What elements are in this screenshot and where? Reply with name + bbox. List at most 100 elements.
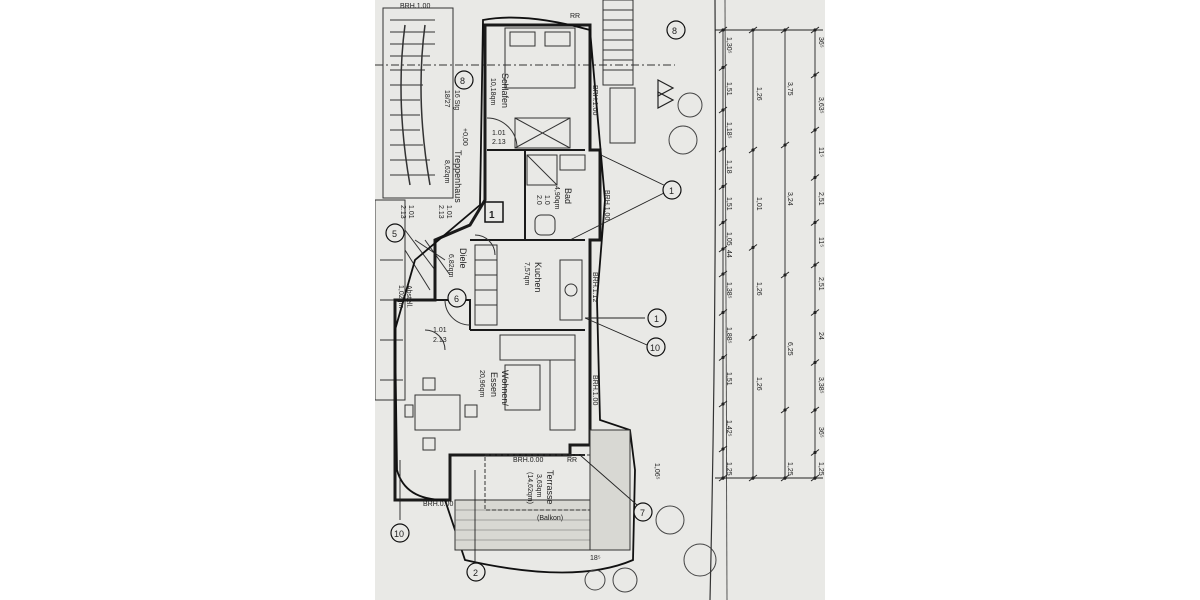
door-2-height: 2.13 bbox=[433, 337, 447, 344]
dimension-label: 1,01 bbox=[755, 197, 762, 211]
dimension-dot bbox=[813, 28, 817, 32]
rr-bottom: RR bbox=[567, 457, 577, 464]
room-kuechen-area: 7,57qm bbox=[523, 262, 530, 286]
room-kuechen-name: Kuchen bbox=[533, 262, 543, 293]
dimension-dot bbox=[721, 108, 725, 112]
dimension-label: 1,88⁵ bbox=[725, 327, 732, 344]
room-wohnen-area: 20,96qm bbox=[478, 370, 485, 397]
room-diele-area: 6,82qm bbox=[447, 254, 454, 278]
dimension-label: 3,38⁵ bbox=[817, 377, 824, 394]
dimension-dot bbox=[751, 335, 755, 340]
dimension-dot bbox=[721, 272, 725, 276]
room-bad-area: 4,90qm bbox=[553, 186, 560, 210]
unit-number: 1 bbox=[489, 210, 495, 221]
callout-numbers: 8 8 5 6 1 1 10 7 10 2 bbox=[392, 26, 677, 578]
dimension-label: 6,25 bbox=[786, 342, 793, 356]
dimension-label: 2,51 bbox=[817, 277, 824, 291]
dimension-dot bbox=[783, 408, 787, 412]
stair-name: Treppenhaus bbox=[453, 150, 463, 203]
dimension-dot bbox=[813, 220, 817, 225]
dimension-dot bbox=[813, 476, 817, 480]
dimension-label: 1,25 bbox=[786, 462, 793, 476]
door-3-width: 1.01 bbox=[407, 205, 414, 219]
dimension-dot bbox=[813, 360, 817, 365]
floor-plan-drawing: Schlafen 10,18qm Bad 4,90qm Kuchen 7,57q… bbox=[375, 0, 824, 600]
dimension-label: 1,26 bbox=[755, 282, 762, 296]
callout-8b: 8 bbox=[672, 26, 677, 36]
dimension-lines bbox=[715, 29, 823, 480]
dimension-dot bbox=[721, 65, 725, 70]
dimension-label: 36⁵ bbox=[817, 37, 824, 48]
dimension-dot bbox=[751, 148, 755, 152]
dimension-dot bbox=[721, 476, 725, 480]
brh-right-c: BRH.1.00 bbox=[591, 375, 598, 405]
dimension-dot bbox=[721, 220, 725, 225]
dimension-label: 1,51 bbox=[725, 372, 732, 386]
callout-8a: 8 bbox=[460, 76, 465, 86]
room-labels: Schlafen 10,18qm Bad 4,90qm Kuchen 7,57q… bbox=[397, 73, 573, 522]
dimension-dot bbox=[721, 247, 725, 251]
dimension-dot bbox=[751, 245, 755, 250]
brh-right-d: BRH.1.00 bbox=[603, 190, 610, 220]
dimension-dot bbox=[783, 28, 787, 32]
dimension-dot bbox=[721, 310, 725, 315]
dimension-dot bbox=[751, 28, 755, 32]
callout-5: 5 bbox=[392, 229, 397, 239]
dimension-dot bbox=[721, 355, 725, 360]
callout-1b: 1 bbox=[654, 314, 659, 324]
room-terrasse-note: (Balkon) bbox=[537, 515, 563, 522]
door-3-height: 2.13 bbox=[399, 205, 406, 219]
room-terrasse-area2: (14,62qm) bbox=[526, 472, 533, 504]
room-bad-name: Bad bbox=[563, 188, 573, 204]
living-furniture bbox=[404, 334, 576, 451]
door-1-width: 1.01 bbox=[492, 130, 506, 137]
brh-top: BRH.1.00 bbox=[400, 3, 430, 10]
room-terrasse-area: 3,63qm bbox=[535, 474, 542, 498]
dimension-dot bbox=[721, 28, 725, 32]
brh-labels: BRH.1.00 BRH.1.00 BRH.1.00 BRH.1.12 BRH.… bbox=[400, 3, 660, 562]
brh-right-a: BRH.1.00 bbox=[591, 85, 598, 115]
room-schlafen-area: 10,18qm bbox=[489, 78, 496, 105]
callouts bbox=[385, 20, 686, 582]
dimension-dot bbox=[751, 476, 755, 480]
callout-1a: 1 bbox=[669, 186, 674, 196]
callout-10a: 10 bbox=[650, 343, 660, 353]
room-terrasse-name: Terrasse bbox=[545, 470, 555, 505]
brh-bottom-a: BRH.0.00 bbox=[513, 457, 543, 464]
abstell-name: Abstell. bbox=[405, 285, 412, 308]
dimension-label: 3,24 bbox=[786, 192, 793, 206]
dimension-label: 1,38⁵ bbox=[725, 282, 732, 299]
section-arrow-2 bbox=[657, 91, 675, 109]
bathroom-fixtures bbox=[526, 154, 586, 236]
terrace-area bbox=[454, 429, 631, 551]
dimension-dot bbox=[783, 143, 787, 147]
callout-7: 7 bbox=[640, 508, 645, 518]
kitchen-fixtures bbox=[474, 244, 583, 326]
dim-106: 1,06⁵ bbox=[653, 463, 660, 480]
brh-bottom-b: BRH.0.00 bbox=[423, 501, 453, 508]
door-1-height: 2.13 bbox=[492, 139, 506, 146]
dimension-dot bbox=[721, 402, 725, 406]
dimension-label: 1,26 bbox=[755, 377, 762, 391]
dimension-label: 24 bbox=[817, 332, 824, 340]
dimension-label: 1,18 bbox=[725, 160, 732, 174]
door-swings bbox=[424, 117, 518, 351]
dimension-dot bbox=[813, 450, 817, 455]
dimension-label: 1,18⁵ bbox=[725, 122, 732, 139]
hand-outline bbox=[394, 16, 636, 574]
dimension-label: 1,51 bbox=[725, 197, 732, 211]
stair-area: 8,62qm bbox=[443, 160, 450, 184]
door-5-height: 2.0 bbox=[535, 195, 542, 205]
dimension-label: 1,51 bbox=[725, 82, 732, 96]
entrance-steps bbox=[602, 0, 636, 144]
stair-level: +0,00 bbox=[461, 128, 468, 146]
floor-plan-sheet: Schlafen 10,18qm Bad 4,90qm Kuchen 7,57q… bbox=[375, 0, 825, 600]
dimension-dot bbox=[813, 310, 817, 315]
callout-leaders bbox=[399, 154, 671, 565]
dimension-label: 1,42⁵ bbox=[725, 420, 732, 437]
dimension-dot bbox=[813, 408, 817, 412]
dimension-label: 2,51 bbox=[817, 192, 824, 206]
dimension-label: 3,75 bbox=[786, 82, 793, 96]
section-arrow bbox=[657, 79, 675, 97]
trees bbox=[584, 92, 717, 593]
